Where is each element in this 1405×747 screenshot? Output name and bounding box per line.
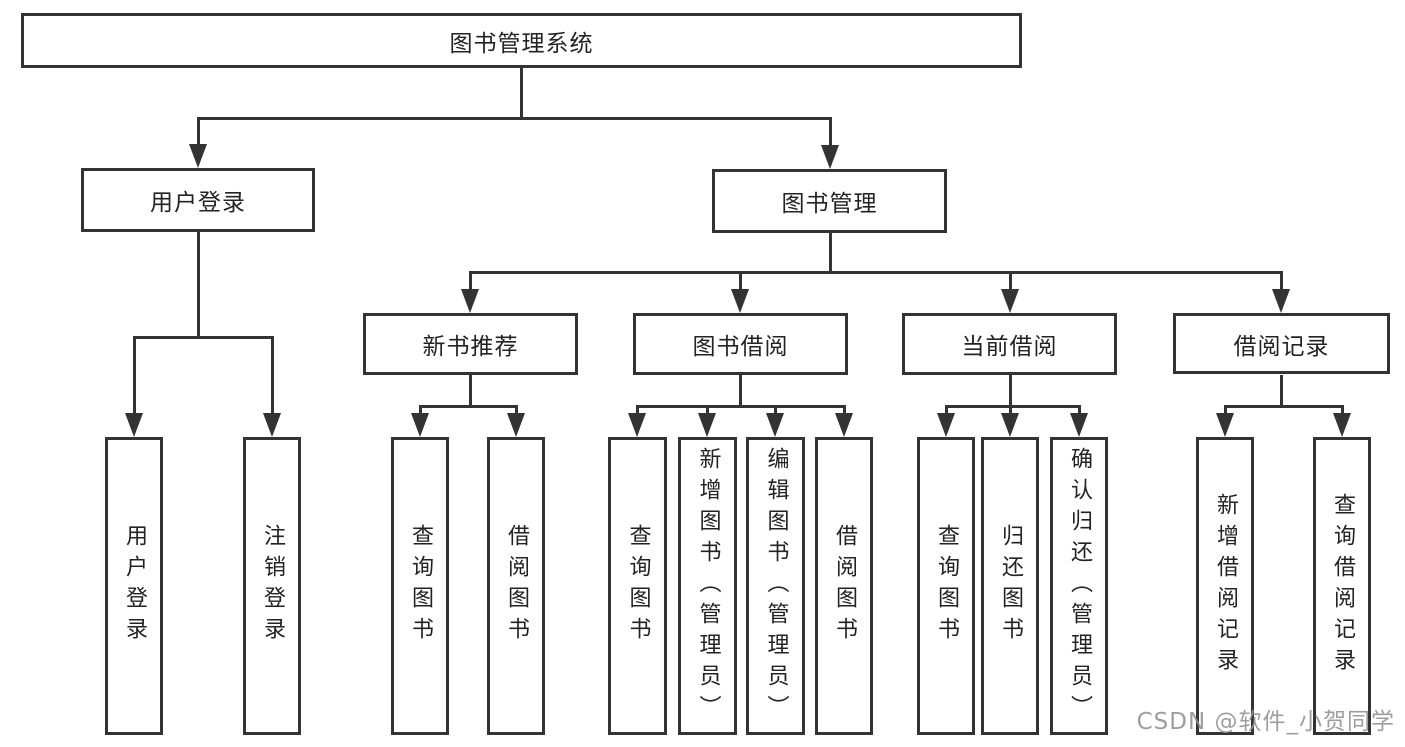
connector-stem (468, 375, 472, 408)
arrowhead-down-icon (411, 413, 429, 437)
leaf-query-books-borrowing: 查询图书 (608, 437, 667, 735)
arrow-shaft (828, 119, 832, 147)
node-borrow-records: 借阅记录 (1173, 313, 1390, 374)
connector-bar (635, 405, 846, 408)
arrowhead-down-icon (628, 413, 646, 437)
arrow-shaft (196, 119, 200, 146)
leaf-edit-books-admin: 编辑图书（管理员） (746, 437, 805, 735)
connector-bar (468, 271, 1283, 274)
arrow-shaft (514, 407, 518, 415)
leaf-query-books-current: 查询图书 (917, 437, 975, 735)
leaf-user-login: 用户登录 (105, 437, 163, 735)
arrow-shaft (773, 407, 777, 415)
arrowhead-down-icon (1070, 413, 1088, 437)
connector-stem (1008, 375, 1012, 408)
connector-stem (519, 68, 523, 120)
arrow-shaft (418, 407, 422, 415)
arrowhead-down-icon (766, 413, 784, 437)
connector-stem (738, 375, 742, 408)
node-book-management: 图书管理 (712, 169, 947, 233)
connector-stem (828, 233, 832, 274)
arrow-shaft (270, 338, 274, 415)
arrow-shaft (1340, 407, 1344, 415)
arrowhead-down-icon (461, 289, 479, 313)
connector-bar (196, 117, 832, 120)
leaf-logout: 注销登录 (243, 437, 301, 735)
arrowhead-down-icon (835, 413, 853, 437)
arrowhead-down-icon (263, 413, 281, 437)
node-user-login: 用户登录 (81, 168, 315, 232)
arrowhead-down-icon (1001, 289, 1019, 313)
arrow-shaft (705, 407, 709, 415)
leaf-query-borrow-record: 查询借阅记录 (1313, 437, 1371, 735)
arrowhead-down-icon (507, 413, 525, 437)
leaf-borrow-books-borrowing: 借阅图书 (815, 437, 873, 735)
arrowhead-down-icon (189, 144, 207, 168)
arrow-shaft (1077, 407, 1081, 415)
arrowhead-down-icon (698, 413, 716, 437)
node-current-borrowing: 当前借阅 (902, 313, 1117, 375)
leaf-add-books-admin: 新增图书（管理员） (678, 437, 737, 735)
connector-bar (132, 336, 274, 339)
connector-stem (1279, 375, 1283, 408)
arrow-shaft (1008, 273, 1012, 291)
arrowhead-down-icon (821, 145, 839, 169)
arrow-shaft (842, 407, 846, 415)
arrow-shaft (1279, 273, 1283, 291)
arrowhead-down-icon (1001, 413, 1019, 437)
node-book-borrowing: 图书借阅 (633, 313, 848, 375)
arrow-shaft (468, 273, 472, 291)
leaf-query-books-recommend: 查询图书 (391, 437, 449, 735)
connector-stem (196, 232, 200, 339)
csdn-watermark: CSDN @软件_小贺同学 (1136, 709, 1395, 735)
arrow-shaft (1223, 407, 1227, 415)
connector-bar (944, 405, 1081, 408)
arrow-shaft (738, 273, 742, 291)
arrowhead-down-icon (125, 413, 143, 437)
arrow-shaft (635, 407, 639, 415)
leaf-add-borrow-record: 新增借阅记录 (1196, 437, 1254, 735)
arrow-shaft (944, 407, 948, 415)
connector-bar (418, 405, 518, 408)
arrowhead-down-icon (937, 413, 955, 437)
node-new-book-recommend: 新书推荐 (363, 313, 578, 375)
node-library-system: 图书管理系统 (21, 13, 1022, 68)
leaf-confirm-return-admin: 确认归还（管理员） (1050, 437, 1108, 735)
arrowhead-down-icon (1272, 289, 1290, 313)
arrowhead-down-icon (1333, 413, 1351, 437)
arrowhead-down-icon (731, 289, 749, 313)
arrow-shaft (1008, 407, 1012, 415)
connector-bar (1223, 405, 1344, 408)
leaf-borrow-books-recommend: 借阅图书 (487, 437, 545, 735)
leaf-return-books: 归还图书 (981, 437, 1039, 735)
arrow-shaft (132, 338, 136, 415)
arrowhead-down-icon (1216, 413, 1234, 437)
